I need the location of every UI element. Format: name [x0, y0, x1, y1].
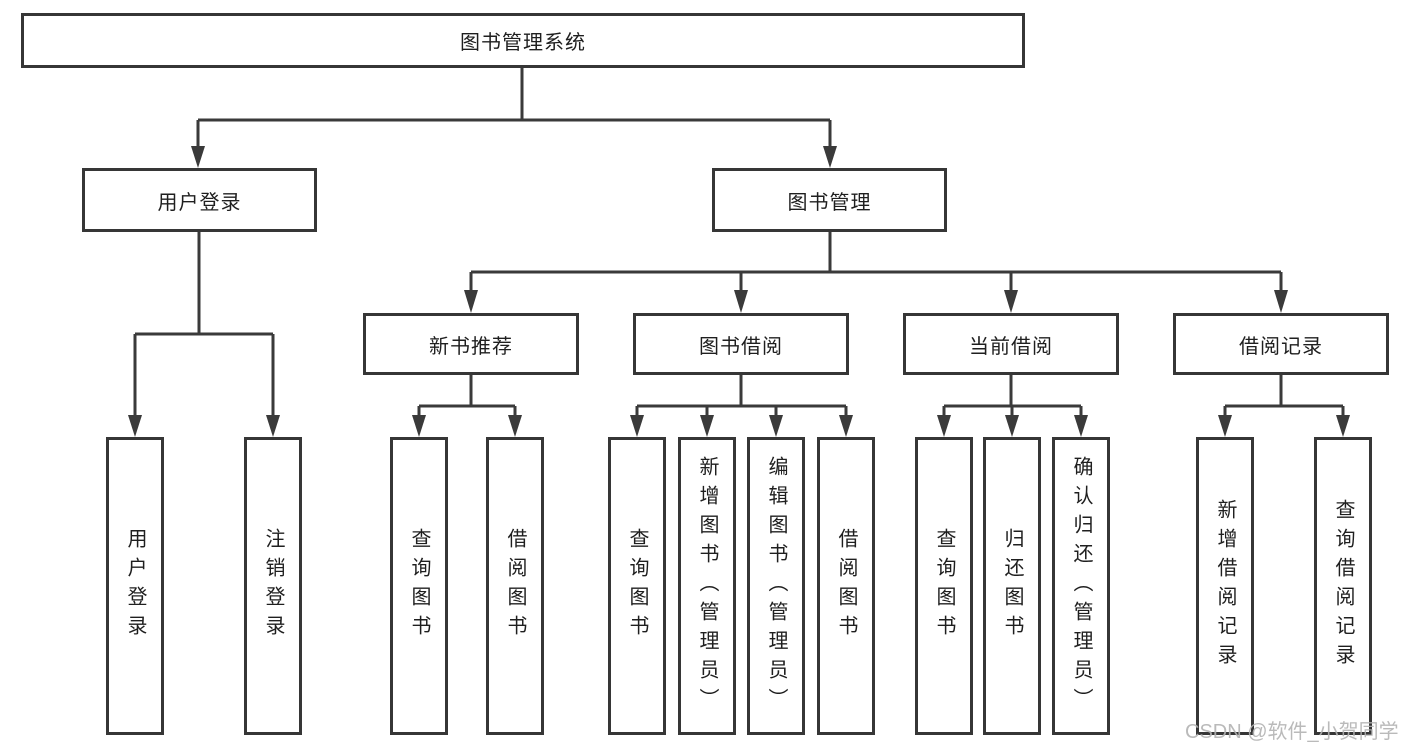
node-label: 图书管理系统	[460, 32, 586, 54]
node-label: 用户登录	[157, 191, 242, 214]
node-label: 编辑图书（管理员）	[765, 455, 787, 717]
node-label: 查询图书	[408, 528, 430, 644]
node-label: 图书借阅	[699, 335, 783, 358]
leaf-query-book-recommend: 查询图书	[390, 437, 448, 735]
leaf-add-borrow-record: 新增借阅记录	[1196, 437, 1254, 735]
connector-root-to-level2	[196, 68, 832, 148]
leaf-query-book-borrow: 查询图书	[608, 437, 666, 735]
node-label: 借阅图书	[504, 528, 526, 644]
arrowhead	[1005, 415, 1019, 437]
arrowhead	[734, 290, 748, 313]
connector-newbook-to-leaves	[417, 375, 517, 417]
node-label: 借阅记录	[1239, 335, 1323, 358]
node-label: 借阅图书	[835, 528, 857, 644]
node-book-borrow: 图书借阅	[633, 313, 849, 375]
node-label: 图书管理	[787, 191, 872, 214]
arrowhead	[1218, 415, 1232, 437]
node-borrow-records: 借阅记录	[1173, 313, 1389, 375]
node-label: 查询图书	[933, 528, 955, 644]
arrowheads	[128, 146, 1350, 437]
node-new-book-recommend: 新书推荐	[363, 313, 579, 375]
connector-current-to-leaves	[942, 375, 1083, 417]
arrowhead	[1074, 415, 1088, 437]
arrowhead	[464, 290, 478, 313]
arrowhead	[128, 415, 142, 437]
arrowhead	[823, 146, 837, 168]
arrowhead	[700, 415, 714, 437]
arrowhead	[769, 415, 783, 437]
leaf-query-borrow-record: 查询借阅记录	[1314, 437, 1372, 735]
leaf-borrow-book: 借阅图书	[817, 437, 875, 735]
node-label: 归还图书	[1001, 528, 1023, 644]
arrowhead	[1336, 415, 1350, 437]
arrowhead	[630, 415, 644, 437]
leaf-add-book-admin: 新增图书（管理员）	[678, 437, 736, 735]
arrowhead	[508, 415, 522, 437]
node-library-system: 图书管理系统	[21, 13, 1025, 68]
node-label: 查询借阅记录	[1332, 499, 1354, 673]
node-label: 用户登录	[124, 528, 146, 644]
arrowhead	[937, 415, 951, 437]
node-label: 查询图书	[626, 528, 648, 644]
connector-borrow-to-leaves	[635, 375, 848, 417]
arrowhead	[1274, 290, 1288, 313]
node-user-login: 用户登录	[82, 168, 317, 232]
leaf-borrow-book-recommend: 借阅图书	[486, 437, 544, 735]
node-label: 注销登录	[262, 528, 284, 644]
arrowhead	[1004, 290, 1018, 313]
node-label: 新增借阅记录	[1214, 499, 1236, 673]
leaf-query-book-current: 查询图书	[915, 437, 973, 735]
connector-records-to-leaves	[1223, 375, 1345, 417]
node-label: 新书推荐	[429, 335, 513, 358]
connector-userlogin-to-leaves	[133, 232, 275, 417]
node-current-borrow: 当前借阅	[903, 313, 1119, 375]
node-book-management: 图书管理	[712, 168, 947, 232]
node-label: 当前借阅	[969, 335, 1053, 358]
leaf-return-book: 归还图书	[983, 437, 1041, 735]
leaf-confirm-return-admin: 确认归还（管理员）	[1052, 437, 1110, 735]
arrowhead	[191, 146, 205, 168]
arrowhead	[839, 415, 853, 437]
leaf-user-login: 用户登录	[106, 437, 164, 735]
connector-bookmgmt-to-level3	[469, 232, 1283, 292]
leaf-edit-book-admin: 编辑图书（管理员）	[747, 437, 805, 735]
arrowhead	[412, 415, 426, 437]
leaf-logout: 注销登录	[244, 437, 302, 735]
node-label: 新增图书（管理员）	[696, 455, 718, 717]
node-label: 确认归还（管理员）	[1070, 455, 1092, 717]
arrowhead	[266, 415, 280, 437]
csdn-watermark: CSDN @软件_小贺同学	[1185, 721, 1399, 743]
